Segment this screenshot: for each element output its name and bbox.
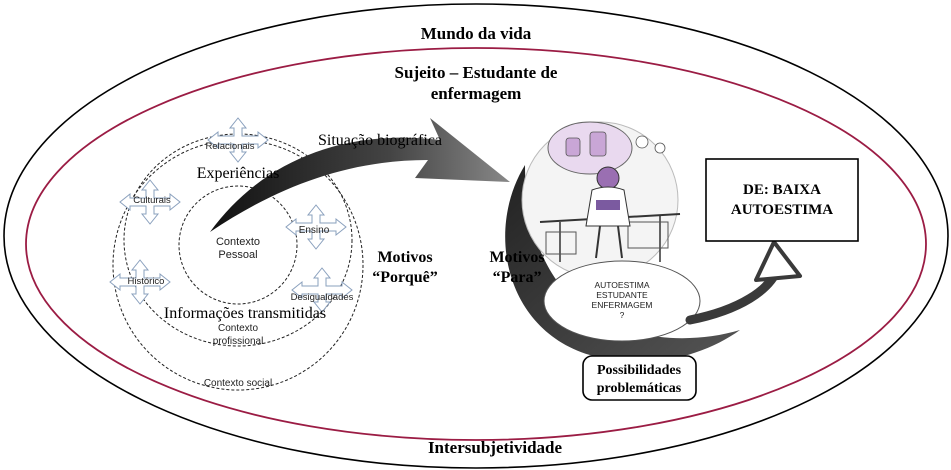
- arrow-label-desigualdades: Desigualdades: [291, 292, 354, 303]
- arrow-label-relacionais: Relacionais: [205, 141, 254, 152]
- inner-ellipse-sujeito: [25, 47, 927, 441]
- sujeito-label-line1: Sujeito – Estudante de: [395, 63, 558, 82]
- arrow-group-ensino: [285, 204, 347, 250]
- contexto-pessoal-line2: Pessoal: [218, 249, 257, 261]
- student-scene-illustration: [521, 121, 681, 279]
- diagnosis-box: [705, 158, 859, 242]
- possibilidades-line1: Possibilidades: [597, 363, 682, 378]
- question-line1: AUTOESTIMA: [594, 280, 649, 290]
- circle-contexto-profissional: [123, 133, 353, 347]
- diagnosis-line1: DE: BAIXA: [743, 182, 821, 198]
- question-line2: ESTUDANTE: [596, 290, 648, 300]
- swoosh-arrow-porque: [210, 118, 510, 232]
- motivos-porque-line2: “Porquê”: [372, 269, 437, 286]
- contexto-profissional-line2: profissional: [213, 336, 264, 347]
- outer-ellipse-mundo: [3, 3, 949, 469]
- circle-contexto-pessoal: [178, 185, 298, 305]
- arrow-group-relacionais: [207, 117, 269, 163]
- question-line4: ?: [620, 310, 625, 320]
- circle-contexto-social: [112, 139, 364, 391]
- question-oval: [543, 260, 701, 342]
- question-line3: ENFERMAGEM: [592, 300, 653, 310]
- possibilidades-line2: problemáticas: [597, 381, 682, 396]
- motivos-para-line2: “Para”: [493, 269, 542, 286]
- arrow-label-culturais: Culturais: [133, 195, 171, 206]
- motivos-porque-line1: Motivos: [377, 249, 432, 266]
- informacoes-transmitidas-label: Informações transmitidas: [164, 305, 326, 322]
- diagnosis-line2: AUTOESTIMA: [731, 202, 833, 218]
- mundo-da-vida-title: Mundo da vida: [421, 24, 532, 43]
- arrow-group-historico: [109, 259, 171, 305]
- contexto-profissional-line1: Contexto: [218, 323, 258, 334]
- contexto-pessoal-line1: Contexto: [216, 236, 260, 248]
- arrow-label-historico: Histórico: [128, 276, 165, 287]
- possibilidades-box: [582, 355, 697, 401]
- upward-arrowhead: [754, 240, 802, 282]
- arrow-group-desigualdades: [291, 267, 353, 313]
- arrow-group-culturais: [119, 179, 181, 225]
- sujeito-label-line2: enfermagem: [431, 84, 522, 103]
- arrow-label-ensino: Ensino: [299, 225, 330, 236]
- contexto-social-label: Contexto social: [204, 378, 272, 389]
- intersubjetividade-label: Intersubjetividade: [428, 438, 563, 457]
- situacao-biografica-label: Situação biográfica: [318, 132, 442, 149]
- experiencias-label: Experiências: [197, 165, 280, 182]
- motivos-para-line1: Motivos: [489, 249, 544, 266]
